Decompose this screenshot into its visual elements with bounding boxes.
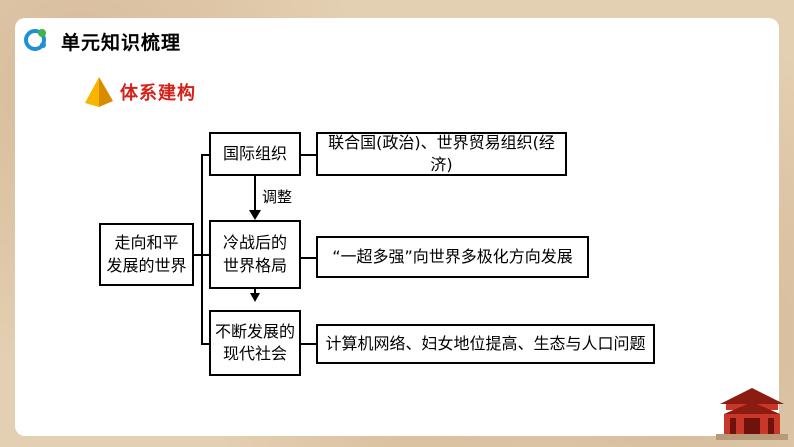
node-post-cold-war-pattern: 冷战后的 世界格局 [209,220,301,289]
connector-branch-3 [201,343,210,345]
root-node-line1: 走向和平 [114,233,179,253]
root-node-line2: 发展的世界 [106,255,187,275]
detail-3-text: 计算机网络、妇女地位提高、生态与人口问题 [325,333,646,353]
arrow-down-icon [249,210,261,220]
adjust-label: 调整 [262,188,293,206]
node-2-line1: 冷战后的 [222,233,287,253]
section-title: 体系建构 [120,83,196,104]
node-3-line1: 不断发展的 [214,321,295,341]
page-title: 单元知识梳理 [61,32,182,54]
node-1-label: 国际组织 [222,143,287,163]
section-heading: 体系建构 [84,76,284,108]
detail-box-3: 计算机网络、妇女地位提高、生态与人口问题 [316,324,655,364]
pyramid-icon [85,77,113,107]
node-international-organizations: 国际组织 [209,132,301,176]
root-node: 走向和平 发展的世界 [99,223,194,286]
arrow-down-small-icon [250,293,260,302]
header-bar: 单元知识梳理 [15,18,195,60]
node-2-line2: 世界格局 [222,255,287,275]
node-modern-society: 不断发展的 现代社会 [209,310,301,376]
arrow-adjust-shaft [254,176,256,212]
detail-box-1: 联合国(政治)、世界贸易组织(经济) [316,132,567,176]
connector-node-3-detail [301,343,317,345]
connector-root-trunk [194,254,202,256]
detail-1-text: 联合国(政治)、世界贸易组织(经济) [328,132,555,174]
detail-box-2: “一超多强”向世界多极化方向发展 [316,236,589,278]
connector-node-2-detail [301,257,317,259]
connector-branch-1 [201,154,210,156]
palace-illustration [716,388,788,440]
connector-node-1-detail [301,154,317,156]
arrow-between-2-3-shaft [254,289,256,295]
node-3-line2: 现代社会 [222,344,287,363]
connector-branch-2 [201,254,210,256]
detail-2-text: “一超多强”向世界多极化方向发展 [332,246,573,266]
connector-vertical-trunk [201,154,203,344]
logo-icon [24,29,46,51]
